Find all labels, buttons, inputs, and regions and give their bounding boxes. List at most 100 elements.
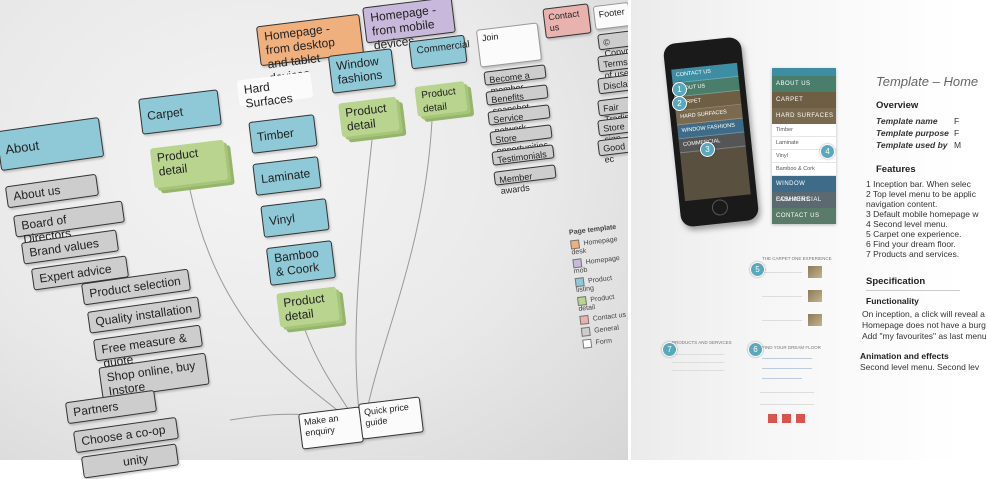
mock-menu-item[interactable]: HARD SURFACES [772, 108, 836, 124]
node-label: Hard Surfaces [243, 79, 294, 111]
node-quick-price[interactable]: Quick price guide [358, 396, 424, 440]
mock-submenu-item[interactable]: Bamboo & Cork [772, 163, 836, 176]
animation-line: Second level menu. Second lev [860, 362, 980, 372]
mock-text-line [762, 358, 812, 359]
callout-badge: 3 [700, 142, 715, 157]
doc-title: Template – Home [876, 74, 979, 89]
meta-value: M [954, 140, 962, 150]
node-commercial[interactable]: Commercial [408, 34, 471, 70]
node-make-enquiry[interactable]: Make an enquiry [298, 406, 364, 450]
node-label: Choose a co-op [80, 422, 167, 449]
functionality-line: Add "my favourites" as last menu [862, 331, 987, 341]
node-label: Testimonials [496, 149, 548, 166]
node-label: Window fashions [335, 53, 384, 87]
node-join[interactable]: Join [475, 22, 543, 68]
legend-swatch [580, 326, 591, 337]
node-label: Brand values [28, 236, 100, 260]
callout-badge: 6 [748, 342, 763, 357]
meta-value: F [954, 116, 960, 126]
mock-menu-item[interactable]: CONTACT US [772, 208, 836, 224]
feature-line: 3 Default mobile homepage w [866, 209, 979, 219]
mock-submenu-item[interactable]: Vinyl [772, 150, 836, 163]
node-partners[interactable]: Partners [64, 389, 158, 425]
node-label: Partners [72, 399, 120, 420]
functionality-heading: Functionality [866, 296, 919, 306]
feature-line: 4 Second level menu. [866, 219, 948, 229]
node-bamboo[interactable]: Bamboo & Coork [265, 240, 337, 286]
node-label: Footer [598, 6, 626, 20]
mock-submenu-item[interactable]: Timber [772, 124, 836, 137]
node-label: Contact us [547, 8, 580, 34]
node-timber[interactable]: Timber [248, 114, 318, 154]
facebook-icon[interactable] [768, 414, 777, 423]
node-footer[interactable]: Footer [592, 1, 632, 31]
spec-rule [866, 290, 960, 291]
node-label: Member awards [498, 171, 533, 197]
node-carpet-detail[interactable]: Product detail [149, 139, 229, 189]
node-contact-us[interactable]: Contact us [542, 3, 592, 39]
features-heading: Features [876, 164, 916, 175]
mock-text-line [762, 272, 802, 273]
mock-menu-item[interactable]: ABOUT US [772, 76, 836, 92]
node-about-us[interactable]: About us [4, 173, 100, 209]
node-label: unity [122, 451, 150, 469]
functionality-line: Homepage does not have a burg [862, 320, 986, 330]
node-label: Join [481, 31, 499, 44]
node-laminate[interactable]: Laminate [252, 156, 322, 196]
node-label: Bamboo & Coork [273, 245, 320, 280]
node-window-fashions[interactable]: Window fashions [327, 48, 397, 94]
node-label: About [4, 137, 41, 158]
overview-heading: Overview [876, 100, 919, 111]
node-label: Commercial [416, 39, 471, 57]
node-hard-detail[interactable]: Product detail [276, 286, 340, 328]
callout-badge: 4 [820, 144, 835, 159]
feature-line: navigation content. [866, 199, 938, 209]
node-vinyl[interactable]: Vinyl [260, 198, 330, 238]
node-label: Vinyl [268, 211, 296, 229]
node-label: Timber [256, 125, 295, 145]
legend-swatch [579, 314, 590, 325]
node-about[interactable]: About [0, 116, 105, 172]
feature-line: 5 Carpet one experience. [866, 229, 962, 239]
node-commercial-detail[interactable]: Product detail [414, 81, 468, 117]
mock-dream-heading: FIND YOUR DREAM FLOOR [762, 345, 821, 350]
mock-thumbnail [808, 266, 822, 278]
specification-heading: Specification [866, 276, 926, 287]
callout-badge: 2 [672, 96, 687, 111]
mock-text-line [760, 404, 814, 405]
sitemap-tilt: Homepage - from desktop and tablet devic… [0, 0, 643, 479]
node-become-member[interactable]: Become a member [483, 64, 547, 96]
callout-badge: 5 [750, 262, 765, 277]
mock-text-line [762, 378, 802, 379]
node-label: Product detail [282, 290, 326, 324]
mock-menu-item[interactable]: WINDOW FASHIONS [772, 176, 836, 203]
mock-inception-bar[interactable] [772, 68, 836, 76]
mock-text-line [672, 362, 724, 363]
meta-key: Template used by [876, 140, 948, 150]
twitter-icon[interactable] [782, 414, 791, 423]
page-mockup: ABOUT US CARPET HARD SURFACES Timber Lam… [772, 68, 836, 224]
feature-line: 7 Products and services. [866, 249, 960, 259]
legend-swatch [582, 338, 593, 349]
sitemap-panel: Homepage - from desktop and tablet devic… [0, 0, 643, 479]
home-button-icon [711, 198, 729, 217]
panel-divider [628, 0, 631, 460]
mock-menu-item[interactable]: CARPET [772, 92, 836, 108]
node-label: Good ec [602, 141, 626, 165]
callout-badge: 1 [672, 82, 687, 97]
node-label: Carpet [146, 104, 184, 123]
mock-submenu-item[interactable]: Laminate [772, 137, 836, 150]
node-carpet[interactable]: Carpet [138, 89, 222, 135]
meta-key: Template name [876, 116, 938, 126]
connector-lines [189, 119, 433, 421]
mock-menu-item[interactable]: COMMERCIAL [772, 192, 836, 208]
feature-line: 2 Top level menu to be applic [866, 189, 976, 199]
youtube-icon[interactable] [796, 414, 805, 423]
node-window-detail[interactable]: Product detail [338, 96, 400, 138]
mock-experience-heading: THE CARPET ONE EXPERIENCE [762, 256, 832, 261]
node-member-awards[interactable]: Member awards [493, 164, 557, 196]
node-hard-surfaces[interactable]: Hard Surfaces [236, 71, 314, 111]
node-label: Product detail [344, 100, 388, 134]
node-label: Laminate [260, 166, 312, 187]
feature-line: 6 Find your dream floor. [866, 239, 956, 249]
